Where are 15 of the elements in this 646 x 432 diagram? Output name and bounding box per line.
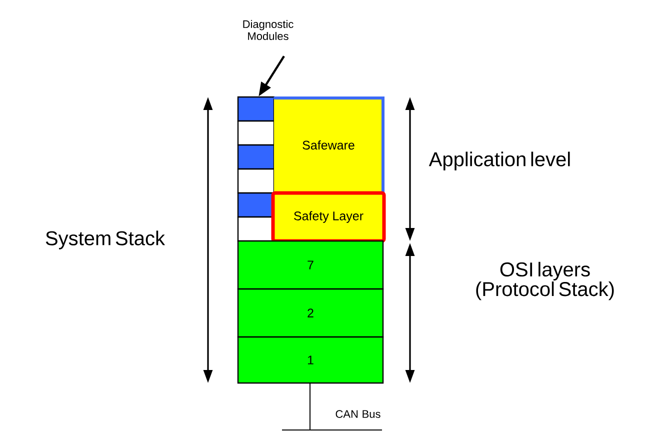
module-box <box>237 168 275 194</box>
label-text: Application level <box>428 152 570 170</box>
module-box <box>237 120 275 146</box>
label-text: CAN Bus <box>336 410 380 418</box>
layer-box: 1 <box>237 336 384 384</box>
label-text: System Stack <box>46 230 166 250</box>
module-box <box>237 96 275 122</box>
caption-text: Diagnostic Modules <box>243 20 294 40</box>
safety-layer-box: Safety Layer <box>271 191 386 243</box>
application-box: Safeware <box>274 96 384 194</box>
label-text: OSI layers (Protocol Stack) <box>476 262 614 300</box>
module-box <box>237 144 275 170</box>
layer-box: 7 <box>237 240 384 290</box>
module-box <box>237 192 275 218</box>
layer-box: 2 <box>237 288 384 338</box>
